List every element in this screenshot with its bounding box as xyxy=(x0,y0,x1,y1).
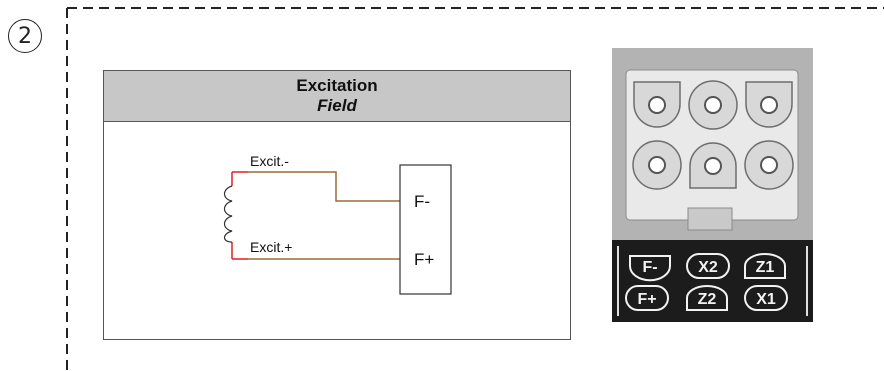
connector-latch xyxy=(687,207,733,231)
pin-label-z1: Z1 xyxy=(756,259,775,276)
excitation-panel: Excitation Field xyxy=(103,70,571,340)
pin-label-frame-f-plus xyxy=(625,285,669,311)
pin-label-frame-z1 xyxy=(744,253,786,279)
pin-label-z2: Z2 xyxy=(698,291,717,308)
pin-label-frame-z2 xyxy=(686,285,728,311)
pin-label-x1: X1 xyxy=(756,291,776,308)
step-number-badge: 2 xyxy=(8,19,42,53)
wire-minus xyxy=(248,171,400,202)
pin-label-frame-f-minus xyxy=(629,255,671,282)
step-number: 2 xyxy=(18,23,32,49)
connector-photo: F- X2 Z1 F+ Z2 X1 xyxy=(612,48,813,322)
pin-label-frame-x1 xyxy=(744,285,788,311)
panel-header: Excitation Field xyxy=(104,71,570,122)
terminal-block xyxy=(399,164,452,295)
pin-label-f-plus: F+ xyxy=(637,291,656,308)
terminal-plus-label: F+ xyxy=(414,250,434,269)
pin-label-f-minus: F- xyxy=(642,259,657,276)
wiring-diagram: Excit.- Excit.+ F- F+ xyxy=(223,153,452,295)
terminal-minus-label: F- xyxy=(414,192,430,211)
pin-label-x2: X2 xyxy=(698,259,718,276)
coil-icon xyxy=(223,185,233,243)
wire-plus-label: Excit.+ xyxy=(250,239,292,255)
panel-subtitle: Field xyxy=(317,96,357,115)
pin-label-frame-x2 xyxy=(686,253,730,279)
panel-title: Excitation xyxy=(296,76,378,95)
wire-minus-label: Excit.- xyxy=(250,153,289,169)
